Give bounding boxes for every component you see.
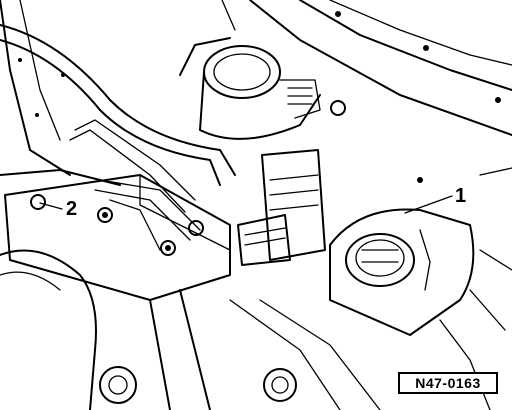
- reference-code: N47-0163: [398, 372, 498, 394]
- expansion-tank: [329, 208, 475, 336]
- callout-1: 1: [455, 185, 467, 207]
- brake-fluid-reservoir: [179, 37, 321, 140]
- electrical-connector: [237, 149, 326, 266]
- abs-hydraulic-unit: [4, 174, 231, 301]
- left-fender: [0, 0, 121, 410]
- brake-lines: [0, 24, 236, 251]
- leader-lines: [39, 195, 453, 214]
- hood-panel: [221, 0, 512, 136]
- callout-2: 2: [66, 198, 78, 220]
